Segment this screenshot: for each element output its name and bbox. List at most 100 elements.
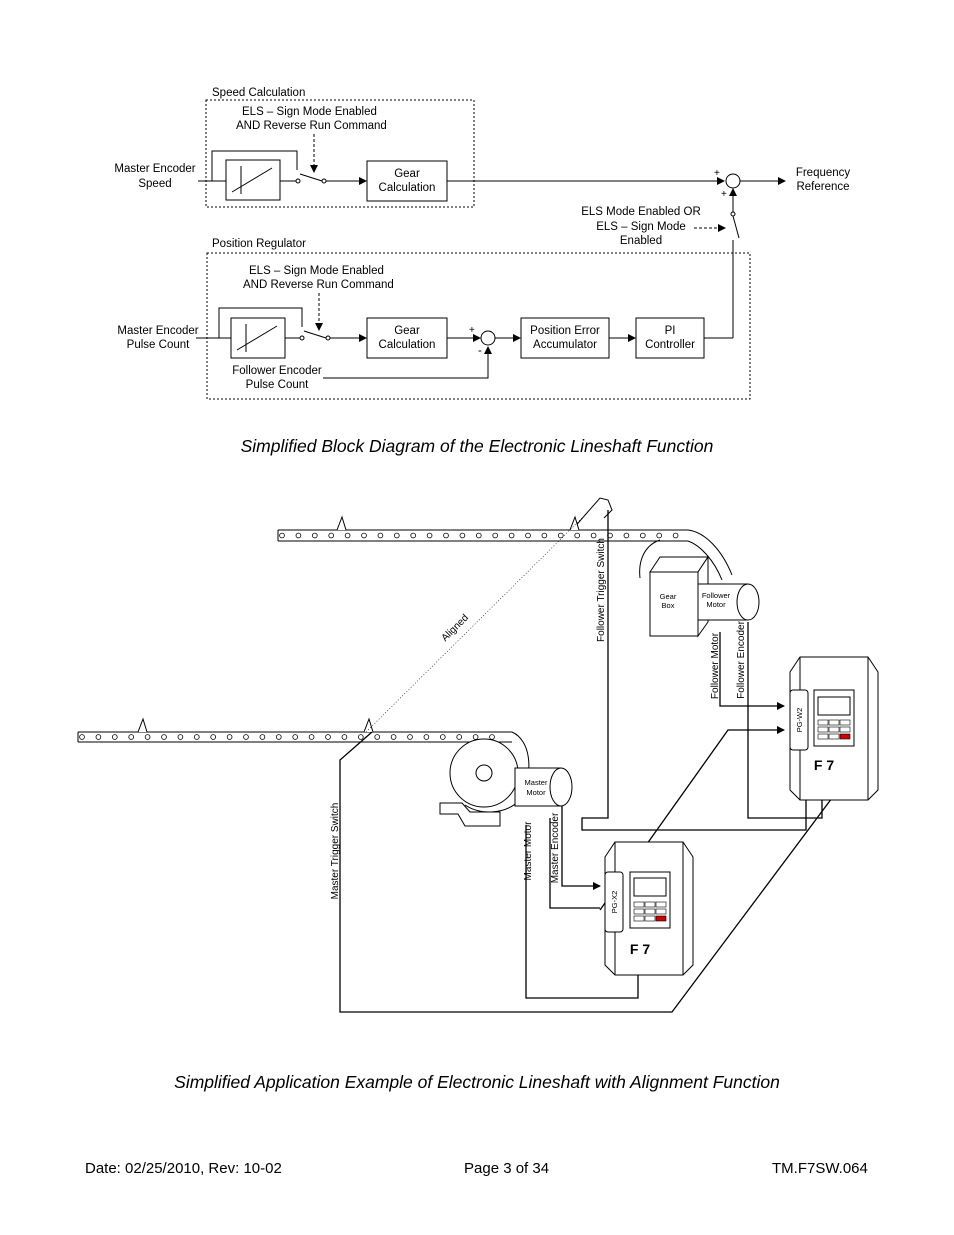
gear-calculation-label: Calculation (379, 339, 436, 351)
chain-link (226, 734, 233, 740)
chain-link (259, 734, 266, 740)
follower-conveyor (277, 497, 733, 581)
chain-link (295, 532, 302, 539)
follower-trigger-wire (581, 510, 807, 831)
chain-link (475, 532, 482, 539)
footer-document-id: TM.F7SW.064 (772, 1160, 868, 1177)
chain-link (443, 532, 449, 539)
plus-sign: + (469, 325, 475, 336)
position-section-title: Position Regulator (212, 238, 306, 250)
follower-card-label: PG-W2 (795, 708, 804, 733)
chain-link (95, 734, 102, 740)
master-encoder-wire-in (561, 806, 601, 890)
chain-link (439, 734, 446, 740)
chain-link (541, 532, 548, 539)
master-encoder-wire (549, 818, 600, 909)
footer-page-number: Page 3 of 34 (464, 1160, 550, 1177)
chain-link (243, 734, 249, 740)
sign-invert-block (230, 317, 286, 359)
master-motor-wire (525, 825, 639, 999)
chain-link (194, 734, 200, 740)
gear-calculation-label: Calculation (379, 182, 436, 194)
master-motor-wire-label: Master Motor (523, 821, 534, 881)
master-trigger-switch-label: Master Trigger Switch (330, 803, 341, 900)
switch-contact (295, 178, 301, 184)
position-switch-note: ELS – Sign Mode Enabled (249, 265, 384, 277)
chain-link (393, 532, 400, 539)
speed-switch-note: ELS – Sign Mode Enabled (242, 106, 377, 118)
follower-encoder-pulse-label: Follower Encoder (232, 365, 322, 377)
svg-text:Motor: Motor (706, 600, 726, 609)
chain-link (574, 532, 580, 539)
master-trigger-wire (339, 731, 839, 1013)
chain-link (459, 532, 466, 539)
chain-link (279, 532, 285, 539)
caption-application-example: Simplified Application Example of Electr… (174, 1072, 780, 1092)
speed-calculation-region (205, 99, 475, 208)
speed-sign-switch (299, 173, 323, 182)
follower-trigger-switch-label: Follower Trigger Switch (596, 538, 607, 642)
chain-link (426, 532, 433, 539)
master-drive-model: F 7 (630, 941, 650, 957)
chain-link (410, 532, 417, 539)
switch-contact (325, 335, 331, 341)
chain-link (325, 734, 331, 740)
frequency-reference-label: Frequency (796, 167, 851, 179)
chain-link (292, 734, 299, 740)
pi-controller-label: Controller (645, 339, 695, 351)
svg-text:Box: Box (662, 601, 675, 610)
master-encoder-speed-label: Master Encoder (114, 163, 195, 175)
chain-link (590, 532, 597, 539)
speed-switch-note: AND Reverse Run Command (236, 120, 387, 132)
master-encoder-wire-label: Master Encoder (550, 812, 561, 883)
chain-link (177, 734, 184, 740)
chain-link (623, 532, 630, 539)
follower-encoder-wire-label: Follower Encoder (736, 620, 747, 698)
chain-link (639, 532, 646, 539)
aligned-label: Aligned (440, 613, 471, 644)
application-drawing: Gear Box Follower Motor Ma (77, 497, 879, 1013)
chain-link (492, 532, 499, 539)
bypass-line (218, 307, 303, 338)
els-mode-note: ELS Mode Enabled OR (581, 206, 701, 218)
position-sign-switch (303, 330, 327, 339)
position-error-label: Position Error (530, 325, 600, 337)
els-mode-switch (732, 215, 740, 239)
master-card-label: PG-X2 (610, 891, 619, 914)
follower-f7-drive: PG-W2 F 7 (789, 656, 879, 801)
caption-block-diagram: Simplified Block Diagram of the Electron… (240, 436, 714, 456)
summing-junction (480, 330, 496, 346)
switch-contact (730, 211, 736, 217)
master-conveyor (77, 717, 530, 813)
block-diagram: Speed Calculation ELS – Sign Mode Enable… (114, 87, 851, 400)
els-mode-note: Enabled (620, 235, 662, 247)
chain-link (423, 734, 430, 740)
chain-link (128, 734, 135, 740)
chain-link (557, 532, 564, 539)
master-encoder-pulse-label: Master Encoder (117, 325, 198, 337)
chain-link (210, 734, 217, 740)
position-error-accumulator-block (520, 317, 610, 359)
follower-encoder-wire (747, 622, 823, 819)
gear-calculation-label: Gear (394, 325, 420, 337)
master-motor: Master Motor (514, 767, 573, 807)
follower-motor-wire (719, 632, 785, 710)
chain-link (672, 532, 679, 539)
chain-link (508, 532, 515, 539)
chain-link (161, 734, 167, 740)
chain-link (144, 734, 151, 740)
sign-invert-block (225, 159, 281, 201)
chain-link (656, 532, 662, 539)
footer-date-revision: Date: 02/25/2010, Rev: 10-02 (85, 1160, 282, 1177)
chain-link (79, 734, 85, 740)
master-encoder-speed-label: Speed (138, 178, 171, 190)
position-switch-note: AND Reverse Run Command (243, 279, 394, 291)
svg-text:Master: Master (525, 778, 548, 787)
chain-link (374, 734, 381, 740)
svg-text:Follower: Follower (702, 591, 731, 600)
chain-link (407, 734, 413, 740)
chain-link (377, 532, 384, 539)
position-regulator-region (206, 252, 751, 400)
chain-link (361, 532, 367, 539)
